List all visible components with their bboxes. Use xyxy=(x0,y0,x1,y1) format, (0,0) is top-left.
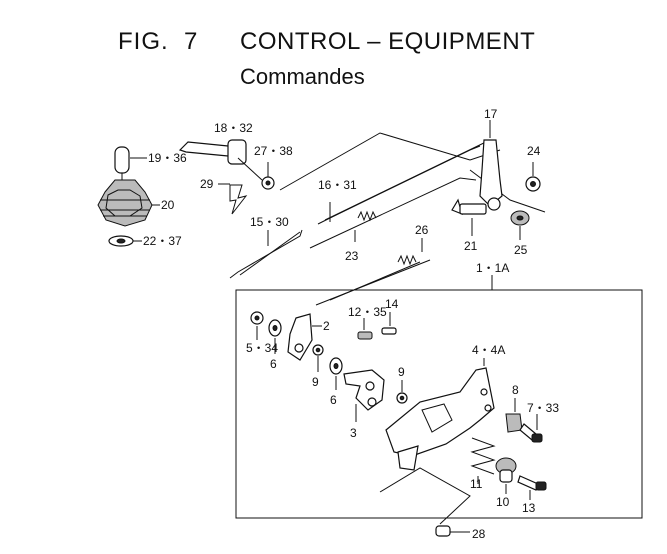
part-label-9-left: 9 xyxy=(312,375,319,389)
spring-23 xyxy=(354,210,377,242)
part-label-6-upper: 6 xyxy=(270,357,277,371)
screw-14 xyxy=(381,312,397,335)
control-knob xyxy=(114,146,147,180)
lever-2 xyxy=(287,313,322,361)
part-label-17: 17 xyxy=(484,107,498,121)
part-label-22: 22・37 xyxy=(143,234,182,248)
cap-10 xyxy=(495,457,517,494)
part-label-11: 11 xyxy=(470,477,483,491)
part-label-20: 20 xyxy=(161,198,175,212)
part-label-10: 10 xyxy=(496,495,510,509)
part-label-4: 4・4A xyxy=(472,343,505,357)
assembly-outline xyxy=(235,275,643,519)
part-label-6-lower: 6 xyxy=(330,393,337,407)
part-label-12: 12・35 xyxy=(348,305,387,319)
part-label-1: 1・1A xyxy=(476,261,509,275)
part-label-28: 28 xyxy=(472,527,486,541)
bracket-plate xyxy=(385,358,495,471)
part-label-18: 18・32 xyxy=(214,121,253,135)
part-label-13: 13 xyxy=(522,501,536,515)
spring-11 xyxy=(470,437,496,484)
bolt-28 xyxy=(379,467,471,537)
rod-15 xyxy=(229,229,303,279)
washer-9-left xyxy=(312,344,324,372)
part-label-3: 3 xyxy=(350,426,357,440)
washer-6-lower xyxy=(329,357,343,390)
governor-arm xyxy=(479,120,503,211)
washer-22 xyxy=(108,235,142,247)
spring-26 xyxy=(397,238,423,266)
throttle-lever-shaft xyxy=(178,139,263,181)
part-label-24: 24 xyxy=(527,144,541,158)
figure-subtitle: Commandes xyxy=(240,64,365,89)
washer-9-right xyxy=(396,380,408,404)
bolt-13 xyxy=(517,475,547,500)
part-labels: 1・1A 2 3 4・4A 5・34 6 6 7・33 8 9 9 10 11 … xyxy=(143,107,559,541)
nut-5 xyxy=(250,311,264,340)
lever-3 xyxy=(343,369,385,422)
rod-16 xyxy=(317,145,481,225)
part-label-8: 8 xyxy=(512,383,519,397)
part-label-25: 25 xyxy=(514,243,528,257)
part-label-7: 7・33 xyxy=(527,401,559,415)
spring-pin-12 xyxy=(357,318,373,340)
part-label-19: 19・36 xyxy=(148,151,187,165)
part-label-15: 15・30 xyxy=(250,215,289,229)
clip-29 xyxy=(218,183,248,215)
nut-27 xyxy=(261,162,275,190)
part-label-23: 23 xyxy=(345,249,359,263)
part-label-29: 29 xyxy=(200,177,214,191)
part-label-16: 16・31 xyxy=(318,178,357,192)
part-label-9-right: 9 xyxy=(398,365,405,379)
part-label-14: 14 xyxy=(385,297,399,311)
part-label-21: 21 xyxy=(464,239,478,253)
nut-24 xyxy=(525,162,541,192)
collar-25 xyxy=(510,210,530,240)
clip-8 xyxy=(505,398,523,433)
figure-title: CONTROL – EQUIPMENT xyxy=(240,28,536,55)
part-label-26: 26 xyxy=(415,223,429,237)
figure-number: FIG. 7 xyxy=(118,28,199,55)
part-label-27: 27・38 xyxy=(254,144,293,158)
part-label-5: 5・34 xyxy=(246,341,278,355)
gear-assembly xyxy=(97,179,160,227)
part-label-2: 2 xyxy=(323,319,330,333)
washer-6-upper xyxy=(268,319,282,354)
bolt-7 xyxy=(519,414,543,443)
bolt-21 xyxy=(451,198,487,236)
